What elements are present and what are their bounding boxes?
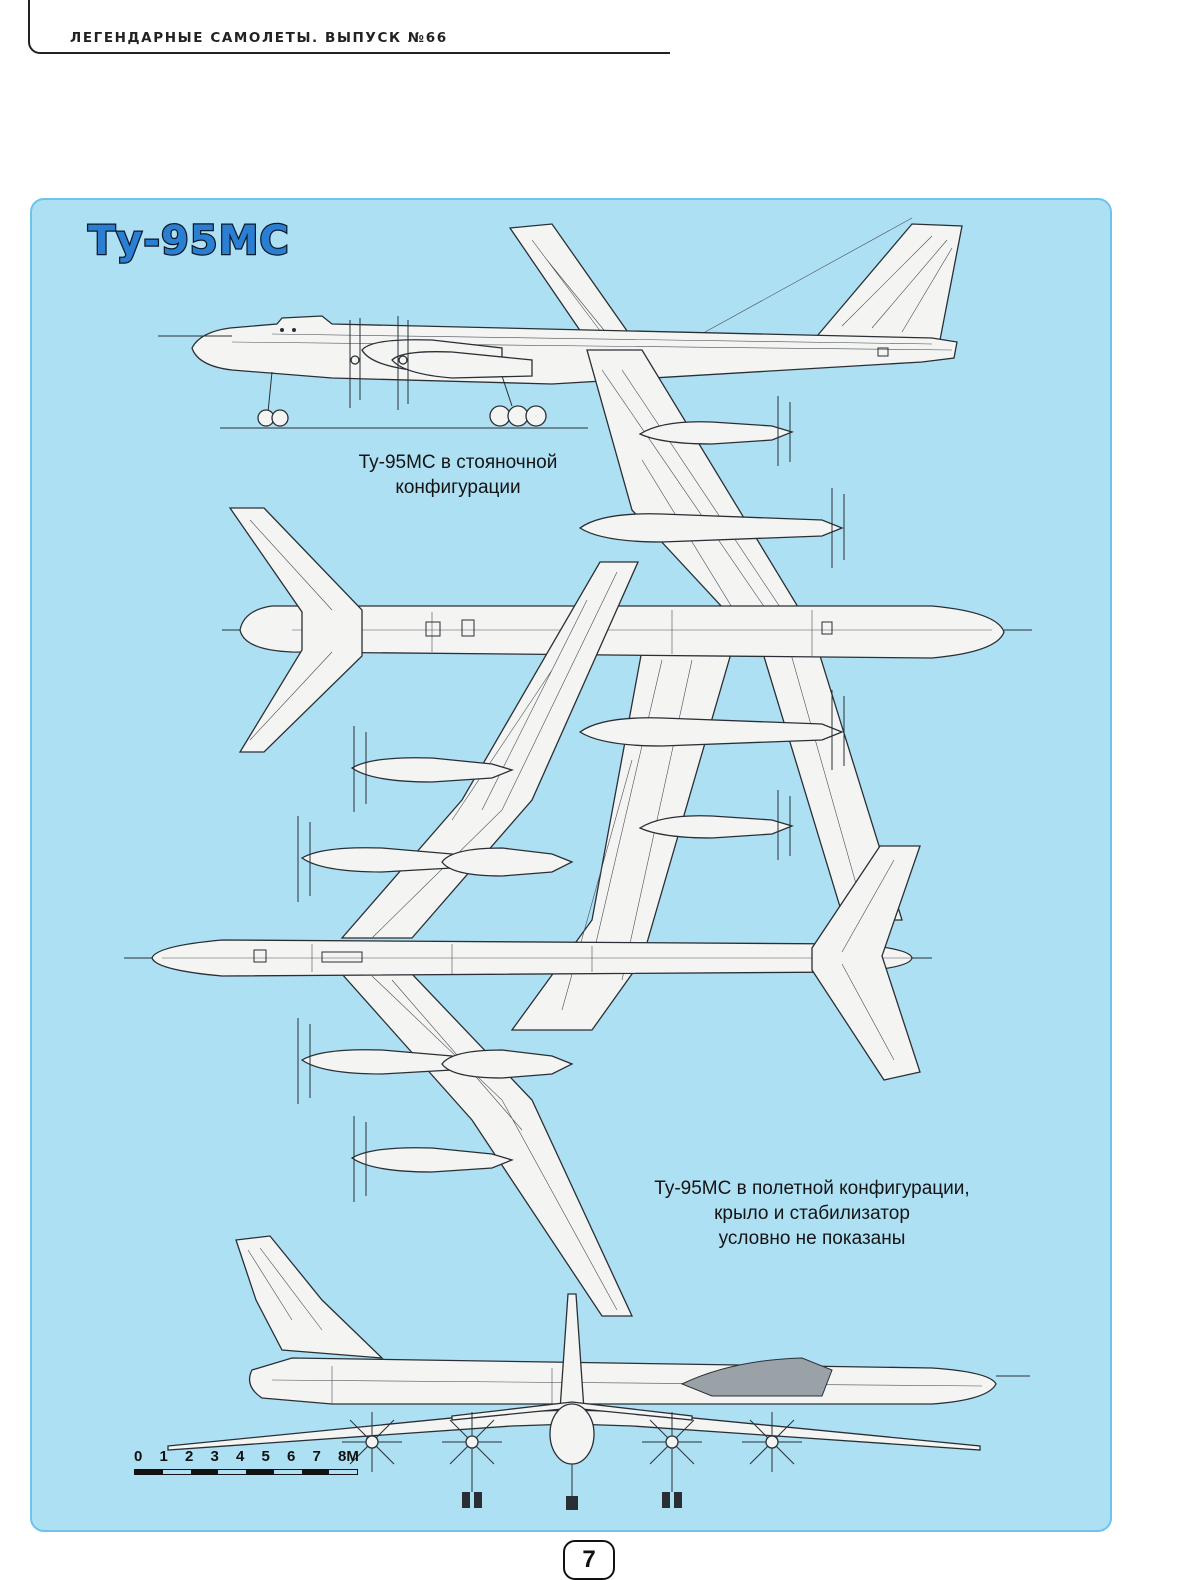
scale-label: 4 [236,1448,262,1465]
scale-label: 5 [262,1448,288,1465]
page-number: 7 [563,1540,615,1580]
scale-label: 7 [313,1448,339,1465]
running-head-frame: ЛЕГЕНДАРНЫЕ САМОЛЕТЫ. ВЫПУСК №66 [28,0,670,54]
aircraft-drawings: .ol { fill: #f4f5f3; stroke: #2a2f35; st… [32,200,1110,1530]
caption-parking-line-2: конфигурации [298,475,618,500]
title-graphic: Ту-95МС [32,200,352,280]
scale-label: 1 [160,1448,186,1465]
caption-parking: Ту-95МС в стояночной конфигурации [298,450,618,500]
side-view-flight [236,1236,1030,1404]
scale-label: 2 [185,1448,211,1465]
panel-title: Ту-95МС [88,218,290,264]
caption-flight: Ту-95МС в полетной конфигурации, крыло и… [562,1176,1062,1251]
caption-flight-line-3: условно не показаны [562,1226,1062,1251]
caption-parking-line-1: Ту-95МС в стояночной [298,450,618,475]
running-head-title: ЛЕГЕНДАРНЫЕ САМОЛЕТЫ. ВЫПУСК №66 [70,30,448,46]
scale-label: 8М [338,1448,364,1465]
caption-flight-line-1: Ту-95МС в полетной конфигурации, [562,1176,1062,1201]
illustration-panel: .ol { fill: #f4f5f3; stroke: #2a2f35; st… [30,198,1112,1532]
scale-labels: 0 1 2 3 4 5 6 7 8М [134,1448,374,1465]
scale-label: 3 [211,1448,237,1465]
scale-label: 0 [134,1448,160,1465]
caption-flight-line-2: крыло и стабилизатор [562,1201,1062,1226]
scale-bar-group: 0 1 2 3 4 5 6 7 8М [134,1448,374,1475]
scale-ruler [134,1469,358,1475]
scale-label: 6 [287,1448,313,1465]
